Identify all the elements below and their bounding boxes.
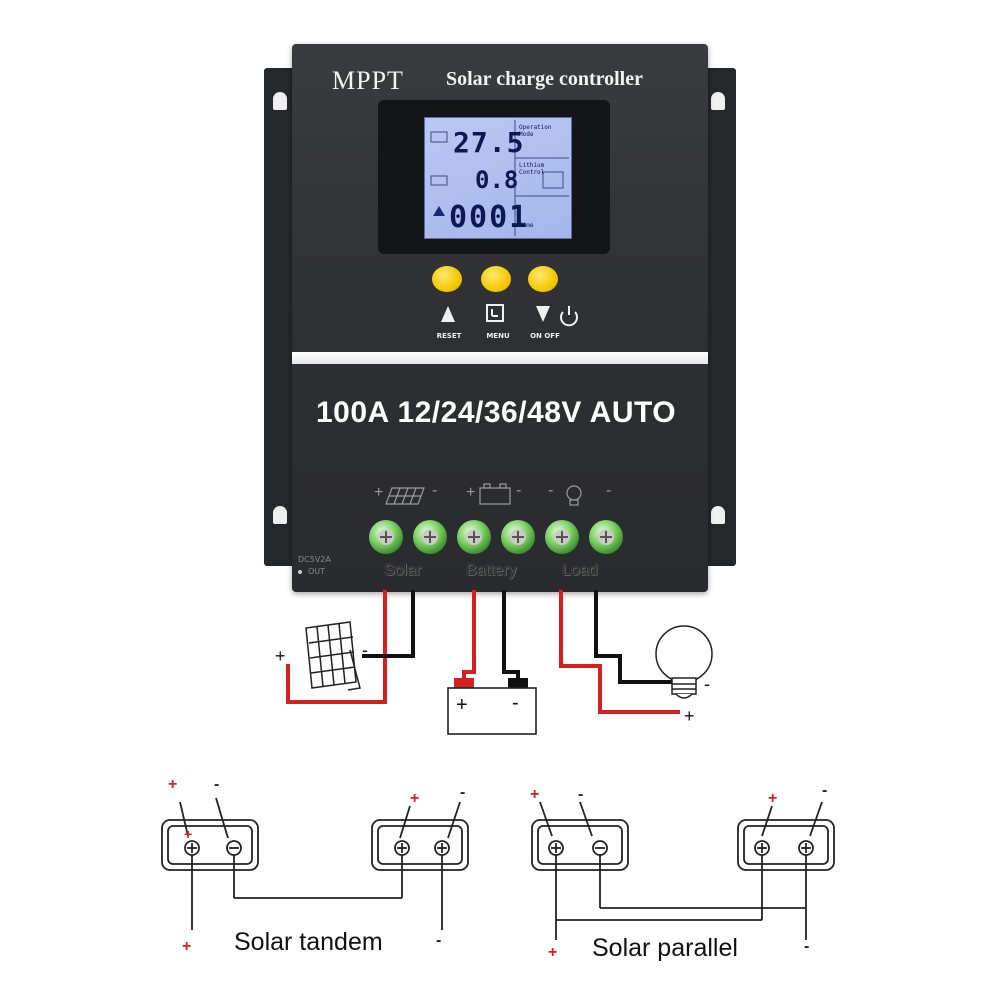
tandem-module-right-inner [377,825,463,865]
solar-panel-icon [305,621,361,691]
usb-out-label-line1: DC5V2A [298,555,331,564]
lcd-panel-operation-mode: Operation Mode [519,124,552,138]
bulb-icon [655,625,713,699]
brand-label: MPPT [332,66,404,95]
lcd-screen: 27.5 0.8 0001 Operation Mode Lithium Con… [424,117,572,239]
solar-negative-wire [362,590,415,658]
lcd-value-counter: 0001 [449,200,530,235]
bulb-icon [566,485,582,506]
tandem-module-right [371,819,469,871]
battery-icon [479,483,511,505]
terminal-sign-solar-minus: - [432,482,438,499]
battery-negative-wire [502,590,520,682]
menu-icon [486,304,504,322]
divider-stripe [292,352,708,364]
reset-button[interactable] [432,266,462,292]
solar-minus-mark: - [362,640,368,660]
terminal-block [369,520,623,554]
battery-positive-wire [462,590,476,682]
mounting-hole-icon [273,92,287,110]
parallel-module-left-inner [537,825,623,865]
parallel-module-left [531,819,629,871]
on-off-button[interactable] [528,266,558,292]
on-off-label: ON OFF [530,332,560,340]
tandem-minus-bottom: - [436,932,442,949]
battery-positive-terminal[interactable] [457,520,491,554]
lcd-panel-time: Time [519,222,534,229]
solar-parallel-diagram [531,801,835,940]
tandem-plus-bottom: + [182,938,192,955]
terminal-label-battery: Battery [466,562,517,579]
tandem-module-left [161,819,259,871]
tandem-plus-top-right: + [410,790,420,807]
load-positive-terminal[interactable] [545,520,579,554]
load-plus-mark: + [684,706,695,726]
terminal-icons [385,483,582,506]
load-positive-wire [559,590,680,714]
parallel-plus-bottom: + [548,944,558,961]
up-triangle-icon [441,306,455,322]
solar-panel-icon [385,487,425,505]
usb-out-label: DC5V2A OUT [298,554,331,578]
battery-plus-mark: + [456,694,468,716]
terminal-sign-solar-plus: + [374,484,384,501]
terminal-sign-load-minus: - [548,482,554,499]
solar-parallel-caption: Solar parallel [592,934,738,962]
parallel-minus-bottom: - [804,938,810,955]
usb-port-dot [298,570,302,574]
solar-negative-terminal[interactable] [413,520,447,554]
parallel-plus-top-right: + [768,790,778,807]
mounting-hole-icon [711,92,725,110]
parallel-minus-top-right: - [822,782,828,799]
lcd-panel-lithium-control: Lithium Control [519,162,545,176]
solar-positive-terminal[interactable] [369,520,403,554]
battery-icon [447,678,537,735]
lcd-grid [430,120,569,236]
product-title: Solar charge controller [446,68,643,90]
terminal-sign-load-minus-2: - [606,482,612,499]
lcd-value-voltage: 27.5 [453,126,525,159]
menu-label: MENU [486,332,510,340]
terminal-label-solar: Solar [384,562,422,579]
battery-minus-mark: - [512,692,519,714]
terminal-label-load: Load [562,562,598,579]
usb-out-label-text: OUT [308,567,326,576]
solar-tandem-diagram [161,797,469,930]
battery-negative-terminal[interactable] [501,520,535,554]
load-negative-wire [594,590,672,684]
terminal-sign-battery-plus: + [466,484,476,501]
tandem-plus-module-left: + [184,826,193,842]
parallel-module-right [737,819,835,871]
mounting-hole-icon [711,506,725,524]
rating-label: 100A 12/24/36/48V AUTO [316,396,677,429]
button-icons [441,304,578,327]
tandem-module-left-inner [167,825,253,865]
mounting-hole-icon [273,506,287,524]
menu-button[interactable] [481,266,511,292]
load-negative-terminal[interactable] [589,520,623,554]
lcd-value-current: 0.8 [475,166,519,194]
load-minus-mark: - [704,674,710,694]
reset-label: RESET [436,332,462,340]
solar-positive-wire [286,590,387,704]
tandem-plus-top-left: + [168,776,178,793]
solar-plus-mark: + [275,646,286,666]
usb-out-label-line2: OUT [298,566,331,578]
parallel-plus-top-left: + [530,786,540,803]
down-triangle-icon [536,306,550,322]
parallel-minus-top-left: - [578,786,584,803]
wiring-diagram [286,590,713,735]
power-icon [560,306,578,327]
tandem-minus-top-right: - [460,784,466,801]
terminal-sign-battery-minus: - [516,482,522,499]
tandem-minus-top-left: - [214,776,220,793]
solar-tandem-caption: Solar tandem [234,928,383,956]
parallel-module-right-inner [743,825,829,865]
